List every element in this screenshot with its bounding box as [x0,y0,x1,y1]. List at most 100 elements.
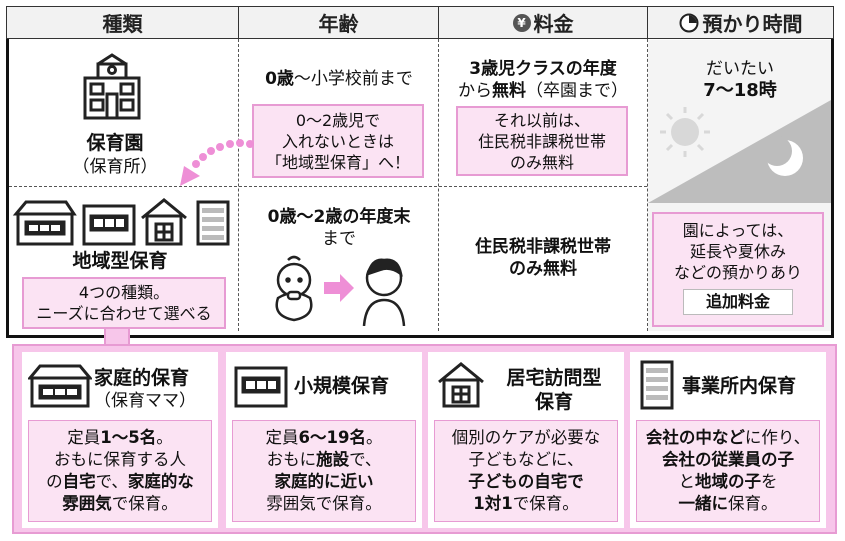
moon-icon [762,136,803,176]
house-icon [141,198,187,246]
chiiki-fee-line1: 住民税非課税世帯 [475,237,611,257]
text: で、 [95,472,128,491]
hoikuen-fee-line1: 3歳児クラスの年度 [469,59,617,79]
bold-text: 1〜5名 [100,428,157,447]
arrow-right-icon [324,274,354,302]
card-line: 個別のケアが必要な [435,427,617,449]
card-title: 事業所内保育 [682,375,797,397]
card-line: 一緒に保育。 [637,493,819,515]
card-line: 会社の中などに作り、 [637,427,819,449]
header-age-label: 年齢 [318,12,359,36]
fee-until: （卒園まで） [526,81,628,101]
baby-icon [275,255,313,322]
clock-icon [679,13,699,33]
hoikuen-fee-line2: から無料（卒園まで） [440,80,646,102]
card-katei: 家庭的保育 （保育ママ） 定員1〜5名。おもに保育する人の自宅で、家庭的な雰囲気… [22,352,218,528]
fee-from: から [458,81,492,101]
bold-text: 6〜19名 [298,428,366,447]
bold-text: 雰囲気 [62,494,112,513]
card-body: 定員1〜5名。おもに保育する人の自宅で、家庭的な雰囲気で保育。 [28,420,212,522]
office-building-icon [196,200,230,246]
office-building-icon [640,360,674,410]
text: 保育。 [728,494,778,513]
chiiki-age-line2: まで [322,229,356,249]
hours-line1: だいたい [706,59,774,79]
text: の [46,472,63,491]
fee-box-line: 住民税非課税世帯 [477,131,606,151]
header-type-label: 種類 [102,12,143,36]
card-body: 定員6〜19名。おもに施設で、家庭的に近い雰囲気で保育。 [232,420,416,522]
sun-icon [660,107,710,157]
bold-text: 施設 [316,450,350,469]
hours-line2: 7〜18時 [703,80,777,101]
yen-icon: ¥ [512,13,531,32]
bold-text: 家庭的な [127,472,194,491]
house-wide-icon [12,200,77,246]
card-kyotaku: 居宅訪問型 保育 個別のケアが必要な子どもなどに、子どもの自宅で 1対1で保育。 [428,352,624,528]
note-line: 入れないときは [281,131,394,151]
age-rest: 〜小学校前まで [293,69,413,89]
hoikuen-name: 保育園 [86,132,144,154]
age-bold: 0歳 [265,69,294,89]
text: おもに保育する人 [54,450,186,469]
text: を [761,472,778,491]
divider [647,39,648,331]
text: 雰囲気で保育。 [266,494,382,513]
school-icon [82,52,142,120]
card-line: 会社の従業員の子 [637,449,819,471]
card-line: 1対1で保育。 [435,493,617,515]
divider [9,186,647,187]
bold-text: 一緒に [678,494,729,513]
chiiki-note-line: ニーズに合わせて選べる [36,304,212,323]
chiiki-note-line: 4つの種類。 [78,283,170,302]
text: と [678,472,696,491]
card-line: 雰囲気で保育。 [233,493,415,515]
text: で、 [349,450,382,469]
card-title: 居宅訪問型 [506,367,602,389]
extra-fee-badge: 追加料金 [683,289,793,315]
text: で保育。 [512,494,579,513]
header-hours: 預かり時間 [647,6,834,39]
text: 。 [156,428,173,447]
hours-box-line: などの預かりあり [673,263,802,282]
header-fee-label: 料金 [533,12,574,36]
fee-box-line: それ以前は、 [493,110,590,130]
text: おもに [266,450,317,469]
hours-box-line: 延長や夏休み [689,242,786,261]
text: 定員 [265,428,299,447]
text: に作り、 [744,428,811,447]
bold-text: 家庭的に近い [274,472,374,491]
card-title: 家庭的保育 [94,367,190,389]
divider [438,39,439,331]
card-line: と地域の子を [637,471,819,493]
card-subtitle: 保育 [534,391,573,413]
bold-text: 地域の子 [695,472,761,491]
connector [104,329,130,347]
house-icon [438,362,484,408]
card-line: おもに保育する人 [29,449,211,471]
bold-text: 自宅 [62,472,96,491]
hoikuen-age: 0歳〜小学校前まで [240,68,438,90]
chiiki-name: 地域型保育 [72,250,168,272]
hoikuen-sub: （保育所） [72,157,158,177]
fee-box-line: のみ無料 [509,152,574,172]
text: で保育。 [111,494,178,513]
bold-text: 会社の中など [645,428,745,447]
hours-box-line: 園によっては、 [682,221,794,240]
note-line: 0〜2歳児で [295,110,381,130]
bold-text: 子どもの自宅で [468,472,584,491]
card-line: 子どもの自宅で [435,471,617,493]
child-icon [362,258,406,326]
card-line: 雰囲気で保育。 [29,493,211,515]
card-line: 家庭的に近い [233,471,415,493]
card-line: おもに施設で、 [233,449,415,471]
divider [238,39,239,331]
text: 個別のケアが必要な [451,428,601,447]
card-jigyosho: 事業所内保育 会社の中などに作り、会社の従業員の子と地域の子を一緒に保育。 [630,352,826,528]
card-line: 定員6〜19名。 [233,427,415,449]
header-age: 年齢 [238,6,439,39]
chiiki-note-box: 4つの種類。 ニーズに合わせて選べる [22,277,226,329]
chiiki-icons [12,196,234,246]
text: 子どもなどに、 [468,450,584,469]
card-subtitle: （保育ママ） [94,391,196,411]
